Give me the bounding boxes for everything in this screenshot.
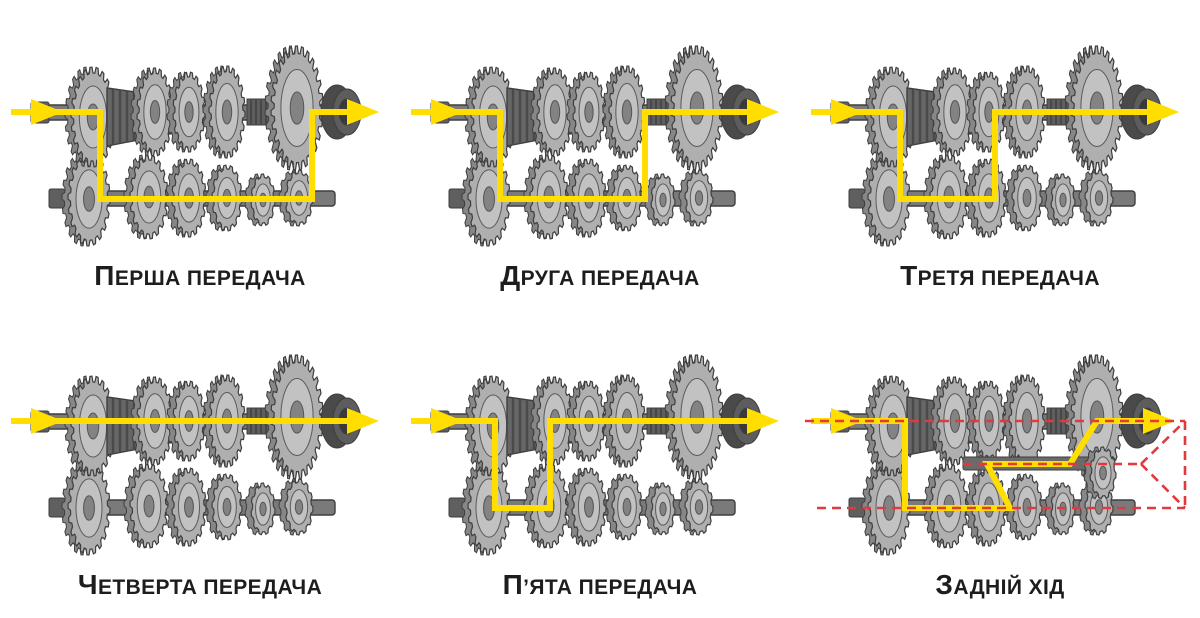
gear-hub — [294, 499, 304, 515]
output-arrow-icon — [347, 99, 379, 125]
input-arrow-icon — [831, 408, 863, 434]
gear-label-first-gear: ПЕРША ПЕРЕДАЧА — [94, 259, 305, 298]
gear-label-second-gear: ДРУГА ПЕРЕДАЧА — [500, 259, 700, 298]
gear-label-reverse-gear: ЗАДНІЙ ХІД — [935, 568, 1064, 607]
gear-label-initial: З — [935, 569, 954, 600]
gear-hub — [984, 101, 994, 123]
gear-panel-second-gear: ДРУГА ПЕРЕДАЧА — [400, 0, 800, 309]
gear-hub — [184, 496, 194, 518]
reverse-path-overlay — [805, 419, 1187, 510]
input-arrow-icon — [31, 408, 63, 434]
power-flow-path — [811, 418, 1161, 511]
gearbox-illustration-first-gear — [11, 45, 379, 247]
gear-hub — [83, 186, 95, 212]
reverse-dashed-line — [1140, 420, 1186, 465]
gear-hub — [584, 496, 594, 518]
gear-hub — [1094, 190, 1104, 206]
gear-hub — [694, 190, 704, 206]
gear-hub — [886, 412, 900, 440]
gear-label-text: РУГА ПЕРЕДАЧА — [520, 267, 700, 290]
gear-label-initial: Т — [900, 260, 918, 291]
gear-label-fourth-gear: ЧЕТВЕРТА ПЕРЕДАЧА — [78, 568, 322, 607]
gear-hub — [949, 100, 961, 124]
gear-hub — [584, 101, 594, 123]
gear-panel-first-gear: ПЕРША ПЕРЕДАЧА — [0, 0, 400, 309]
gear-hub — [1094, 499, 1104, 515]
gear-hub — [83, 495, 95, 521]
gear-hub — [659, 501, 667, 517]
gear-hub — [549, 100, 561, 124]
gear-hub — [883, 186, 895, 212]
power-flow-path — [411, 418, 765, 511]
gear-hub — [222, 497, 232, 517]
power-flow-path — [811, 109, 1165, 202]
gearbox-illustration-fourth-gear — [11, 354, 379, 556]
gearbox-illustration-reverse-gear — [805, 354, 1187, 556]
gear-panel-reverse-gear: ЗАДНІЙ ХІД — [800, 309, 1200, 618]
gear-hub — [1022, 188, 1032, 208]
gear-label-text: РЕТЯ ПЕРЕДАЧА — [917, 267, 1100, 290]
output-arrow-icon — [747, 99, 779, 125]
gear-label-initial: П — [94, 260, 115, 291]
gear-hub — [221, 99, 233, 125]
gearbox-illustration-third-gear — [811, 45, 1179, 247]
gear-hub — [259, 501, 267, 517]
gear-hub — [689, 400, 705, 434]
gear-hub — [289, 91, 305, 125]
gear-label-text: ЕТВЕРТА ПЕРЕДАЧА — [97, 576, 323, 599]
input-arrow-icon — [31, 99, 63, 125]
gear-label-text: АДНІЙ ХІД — [953, 576, 1065, 599]
gear-label-text: ’ЯТА ПЕРЕДАЧА — [523, 576, 698, 599]
gear-label-fifth-gear: П’ЯТА ПЕРЕДАЧА — [503, 568, 698, 607]
gear-hub — [483, 186, 495, 212]
gearbox-illustration-second-gear — [411, 45, 779, 247]
gear-hub — [1059, 192, 1067, 208]
output-arrow-icon — [1147, 99, 1179, 125]
gear-hub — [622, 497, 632, 517]
output-arrow-icon — [347, 408, 379, 434]
gear-panel-fifth-gear: П’ЯТА ПЕРЕДАЧА — [400, 309, 800, 618]
reverse-dashed-line — [1140, 463, 1186, 509]
gear-label-initial: Д — [500, 260, 521, 291]
gear-hub — [1089, 91, 1105, 125]
gear-hub — [184, 101, 194, 123]
gear-hub — [621, 99, 633, 125]
gear-label-initial: П — [502, 569, 524, 600]
gear-hub — [143, 494, 155, 518]
gear-hub — [149, 100, 161, 124]
power-flow-path — [11, 109, 365, 202]
gear-panel-fourth-gear: ЧЕТВЕРТА ПЕРЕДАЧА — [0, 309, 400, 618]
gear-label-initial: Ч — [77, 569, 98, 600]
gear-hub — [689, 91, 705, 125]
output-arrow-icon — [747, 408, 779, 434]
input-arrow-icon — [831, 99, 863, 125]
input-arrow-icon — [431, 408, 463, 434]
input-arrow-icon — [431, 99, 463, 125]
gear-hub — [86, 412, 100, 440]
gear-hub — [289, 400, 305, 434]
gear-panel-third-gear: ТРЕТЯ ПЕРЕДАЧА — [800, 0, 1200, 309]
gear-label-third-gear: ТРЕТЯ ПЕРЕДАЧА — [900, 259, 1100, 298]
power-flow-path — [411, 109, 765, 202]
gearbox-illustration-fifth-gear — [411, 354, 779, 556]
gear-hub — [659, 192, 667, 208]
gear-label-text: ЕРША ПЕРЕДАЧА — [114, 267, 306, 290]
gear-hub — [694, 499, 704, 515]
gear-hub — [1099, 465, 1107, 481]
